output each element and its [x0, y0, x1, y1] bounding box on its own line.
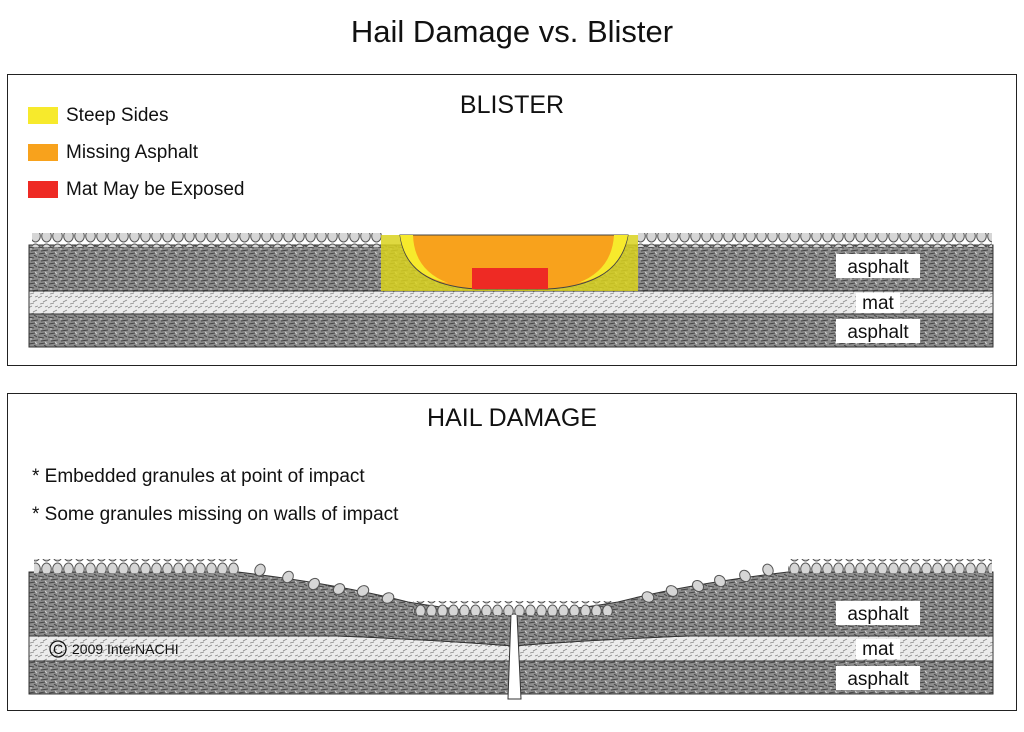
copyright-mark: C 2009 InterNACHI	[49, 640, 179, 658]
blister-cross-section: asphalt mat asphalt	[28, 233, 994, 348]
note-embedded-granules: * Embedded granules at point of impact	[32, 466, 365, 487]
hail-damage-panel: HAIL DAMAGE * Embedded granules at point…	[7, 393, 1017, 711]
legend-item-missing-asphalt: Missing Asphalt	[28, 134, 244, 171]
wall-granules	[254, 563, 774, 604]
blister-steep-edge-left	[400, 235, 448, 283]
label-box-top-asphalt	[836, 601, 920, 625]
embedded-granules	[413, 601, 613, 615]
layer-label-mat: mat	[862, 639, 894, 660]
page-title: Hail Damage vs. Blister	[350, 14, 674, 49]
label-box-mat	[856, 639, 900, 659]
label-box-bottom-asphalt	[836, 319, 920, 343]
granules-right	[638, 233, 992, 247]
blister-steep-edge-right	[578, 235, 628, 283]
bottom-asphalt-layer	[28, 313, 994, 348]
legend-label: Missing Asphalt	[66, 141, 199, 163]
granules-left	[34, 559, 239, 573]
label-box-mat	[856, 293, 900, 313]
layer-label-bottom-asphalt: asphalt	[847, 669, 909, 690]
layer-label-top-asphalt: asphalt	[847, 257, 909, 278]
legend-label: Mat May be Exposed	[66, 178, 245, 200]
legend-item-mat-exposed: Mat May be Exposed	[28, 171, 244, 208]
granules-right	[788, 559, 992, 573]
layer-label-mat: mat	[862, 293, 894, 314]
copyright-text: 2009 InterNACHI	[72, 641, 179, 657]
hail-heading: HAIL DAMAGE	[427, 404, 597, 432]
label-box-bottom-asphalt	[836, 666, 920, 690]
hail-cross-section: C 2009 InterNACHI asphalt mat asphalt	[28, 559, 994, 700]
layer-label-top-asphalt: asphalt	[847, 604, 909, 625]
label-box-top-asphalt	[836, 254, 920, 278]
legend-swatch-orange	[28, 144, 58, 161]
legend-label: Steep Sides	[66, 104, 169, 126]
granules-left	[32, 233, 382, 247]
legend-swatch-red	[28, 181, 58, 198]
top-asphalt-layer	[28, 571, 994, 647]
hail-notes: * Embedded granules at point of impact *…	[32, 466, 398, 542]
legend-swatch-yellow	[28, 107, 58, 124]
blister-heading: BLISTER	[459, 91, 565, 119]
blister-legend: Steep Sides Missing Asphalt Mat May be E…	[28, 97, 244, 208]
legend-item-steep-sides: Steep Sides	[28, 97, 244, 134]
blister-panel: BLISTER Steep Sides Missing Asphalt Mat …	[7, 74, 1017, 366]
blister-mat-exposed	[472, 268, 548, 289]
layer-label-bottom-asphalt: asphalt	[847, 322, 909, 343]
note-missing-granules: * Some granules missing on walls of impa…	[32, 504, 399, 525]
mat-layer	[28, 290, 994, 315]
copyright-symbol: C	[53, 641, 63, 657]
